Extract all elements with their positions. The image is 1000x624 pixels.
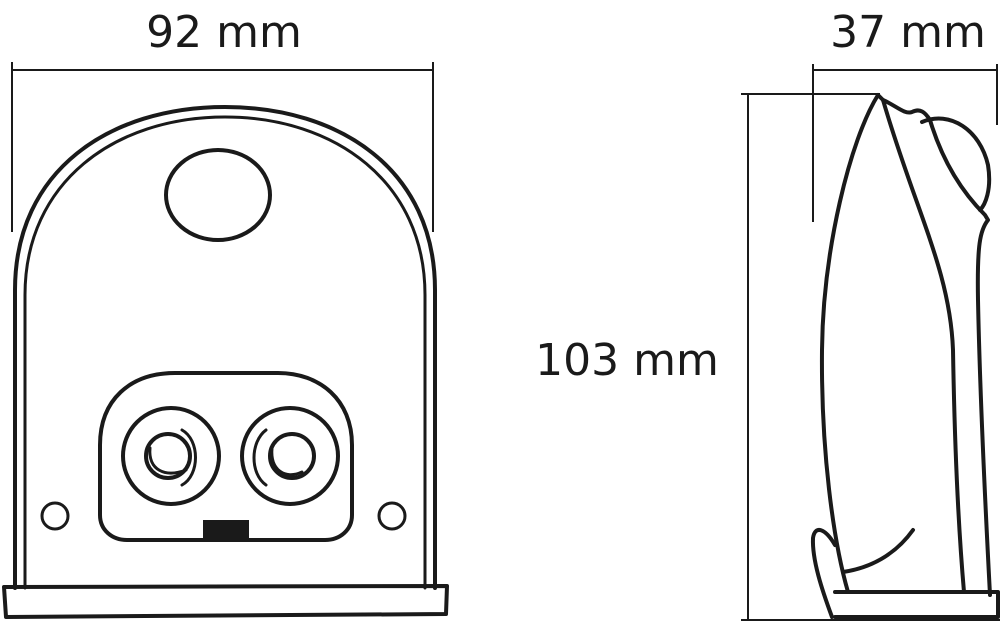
led-lens-right: [240, 406, 340, 506]
side-body-back: [881, 98, 992, 597]
front-view: 92 mm: [2, 7, 449, 619]
side-base-plate: [833, 590, 1000, 619]
width-dimension: 92 mm: [11, 7, 434, 232]
housing-inner-arch: [23, 115, 427, 590]
base-plate: [2, 584, 449, 619]
height-dimension: [741, 93, 1000, 621]
side-view: 37 mm: [741, 7, 1000, 621]
screw-hole-left: [40, 501, 70, 531]
depth-label: 37 mm: [830, 7, 986, 58]
side-cable: [841, 528, 915, 574]
depth-dimension: 37 mm: [812, 7, 998, 222]
side-sensor-dome: [920, 116, 992, 212]
side-body-front: [819, 93, 966, 594]
light-sensor-window: [203, 520, 249, 541]
housing-outer-arch: [13, 105, 437, 590]
motion-sensor-dome: [164, 148, 272, 242]
screw-hole-right: [377, 501, 407, 531]
side-foot: [810, 528, 837, 619]
led-lens-left: [121, 406, 221, 506]
width-label: 92 mm: [146, 7, 302, 58]
height-label: 103 mm: [535, 335, 719, 386]
led-panel: [98, 371, 354, 542]
